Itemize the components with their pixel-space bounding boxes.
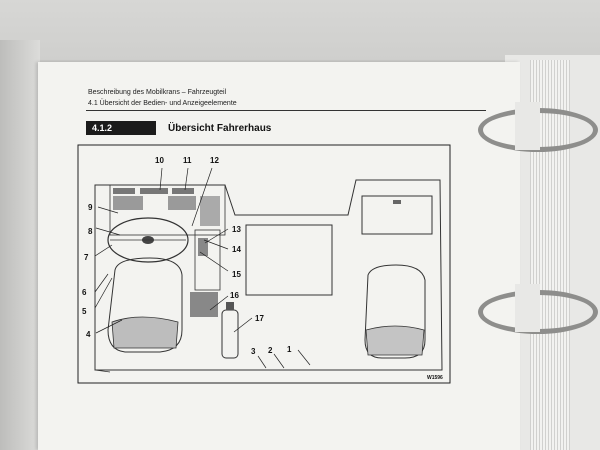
header-rule (86, 110, 486, 111)
leader-lines (94, 167, 311, 369)
ring-bottom-gap (515, 284, 540, 332)
control-stack (200, 196, 220, 226)
section-number-box (86, 121, 156, 135)
callout-7: 7 (84, 253, 89, 262)
passenger-shelf (361, 195, 433, 235)
steering-wheel (107, 217, 189, 263)
center-console (194, 229, 221, 291)
diagram-frame (77, 144, 451, 384)
gauge-cluster-right (172, 188, 194, 194)
switch-panel-left (113, 196, 143, 210)
running-header-title: Beschreibung des Mobilkrans – Fahrzeugte… (88, 89, 227, 96)
gear-shift-panel (190, 292, 218, 317)
callout-9: 9 (88, 203, 93, 212)
callout-6: 6 (82, 288, 87, 297)
callout-13: 13 (232, 225, 241, 234)
passenger-seat-cushion (365, 325, 425, 356)
callout-15: 15 (232, 270, 241, 279)
callout-12: 12 (210, 156, 219, 165)
callout-3: 3 (251, 347, 256, 356)
callout-16: 16 (230, 291, 239, 300)
callout-11: 11 (183, 156, 192, 165)
callout-10: 10 (155, 156, 164, 165)
dashboard (109, 184, 226, 236)
ring-top-gap (515, 102, 540, 150)
passenger-seat (364, 264, 426, 359)
callout-5: 5 (82, 307, 87, 316)
running-header-subtitle: 4.1 Übersicht der Bedien- und Anzeigeele… (88, 100, 237, 107)
fire-extinguisher (221, 309, 239, 359)
callout-17: 17 (255, 314, 264, 323)
callout-14: 14 (232, 245, 241, 254)
cab-outline (94, 179, 443, 371)
section-title: Übersicht Fahrerhaus (168, 123, 272, 134)
callout-8: 8 (88, 227, 93, 236)
section-number: 4.1.2 (92, 123, 113, 133)
rear-window (245, 224, 333, 296)
switch-panel-right (168, 196, 196, 210)
binder-top (0, 0, 600, 60)
gauge-cluster-left (113, 188, 135, 194)
callout-4: 4 (86, 330, 91, 339)
binder-left-edge (0, 40, 40, 450)
gauge-cluster-center (140, 188, 168, 194)
callout-1: 1 (287, 345, 292, 354)
callout-2: 2 (268, 346, 273, 355)
driver-seat-cushion (111, 316, 179, 349)
figure-code: W1596 (427, 375, 443, 381)
